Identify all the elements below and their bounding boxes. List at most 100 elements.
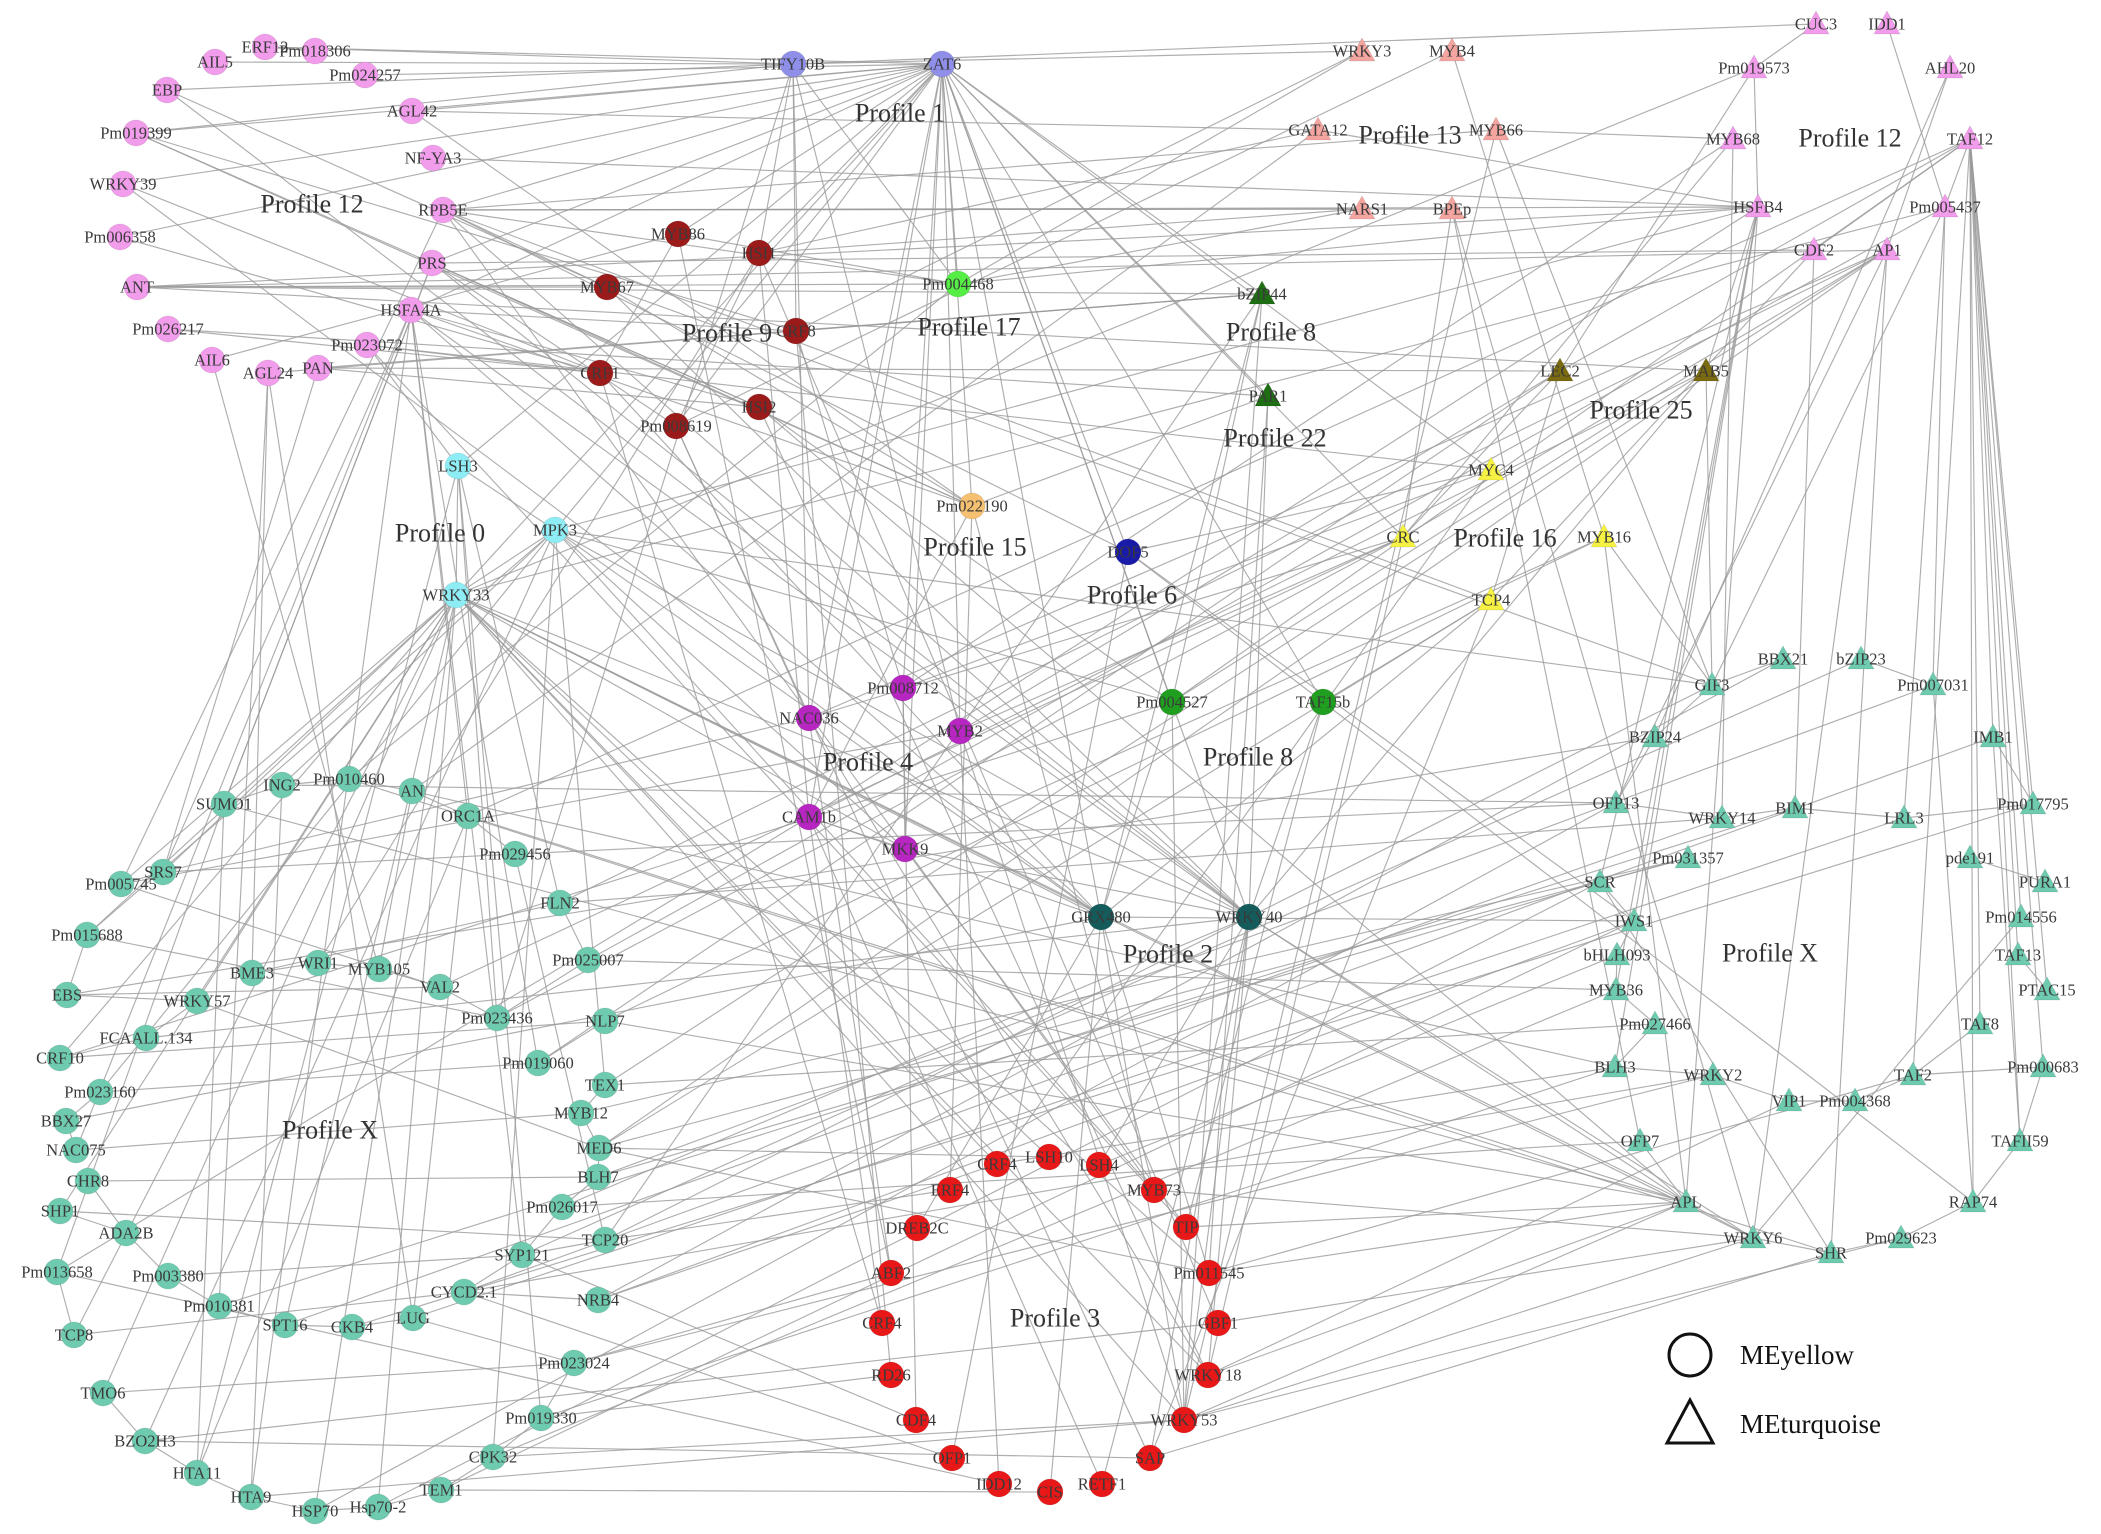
edge: [959, 730, 1000, 1485]
edge: [902, 687, 917, 1421]
edge: [1944, 138, 1971, 208]
network-node-lug: LUG: [396, 1304, 430, 1332]
edge: [135, 132, 797, 332]
profile-label: Profile 12: [260, 190, 363, 219]
edge: [1932, 684, 1974, 1203]
network-node-bim1: BIM1: [1775, 793, 1815, 819]
network-node-pm019573: Pm019573: [1718, 53, 1790, 79]
node-label: NAC036: [779, 709, 839, 728]
node-label: MYB67: [580, 278, 634, 297]
node-label: TAF13: [1995, 946, 2041, 965]
node-label: CIS: [1037, 1483, 1063, 1502]
edge: [971, 395, 1269, 507]
circle-node-shape: [664, 220, 692, 248]
node-label: Pm004368: [1819, 1092, 1891, 1111]
circle-node-shape: [251, 33, 279, 61]
network-node-fcaall-134: FCAALL.134: [99, 1024, 193, 1052]
edge: [559, 817, 1723, 904]
edge: [66, 986, 441, 996]
triangle-node-shape: [1672, 1187, 1700, 1213]
edge: [1208, 1201, 1687, 1274]
edge: [99, 529, 556, 1093]
circle-node-shape: [427, 1476, 455, 1504]
network-node-myb66: MYB66: [1469, 115, 1523, 141]
edge: [1100, 701, 1173, 918]
network-node-bbx21: BBX21: [1758, 644, 1808, 670]
profile-label: Profile 25: [1589, 396, 1692, 425]
circle-node-shape: [338, 1313, 366, 1341]
circle-node-shape: [1035, 1143, 1063, 1171]
node-label: Pm026017: [526, 1198, 598, 1217]
circle-node-shape: [123, 273, 151, 301]
edge: [1972, 1140, 2021, 1203]
network-node-tex1: TEX1: [585, 1071, 625, 1099]
network-node-pm017795: Pm017795: [1997, 789, 2069, 815]
edge: [136, 286, 1707, 372]
edge: [606, 286, 1250, 918]
edge: [554, 529, 1250, 918]
circle-node-shape: [1170, 1406, 1198, 1434]
circle-node-shape: [501, 840, 529, 868]
edge: [281, 529, 556, 786]
network-node-par1: PAR1: [1249, 381, 1287, 407]
triangle-node-shape: [1601, 1052, 1629, 1078]
edge: [120, 209, 444, 885]
network-node-hsp70: HSP70: [292, 1497, 338, 1525]
network-node-lrl3: LRL3: [1884, 803, 1924, 829]
node-label: BIM1: [1775, 799, 1814, 818]
circle-node-shape: [351, 61, 379, 89]
triangle-node-shape: [1744, 192, 1772, 218]
node-label: Pm019573: [1718, 59, 1790, 78]
edge: [1207, 1201, 1687, 1376]
edge: [410, 309, 539, 1064]
edge: [364, 63, 943, 76]
network-node-pm004527: Pm004527: [1136, 688, 1208, 716]
edge: [1752, 249, 1888, 1239]
circle-node-shape: [205, 1292, 233, 1320]
edge: [1860, 658, 1934, 686]
triangle-node-shape: [1708, 803, 1736, 829]
edge: [521, 658, 1862, 1256]
edge: [56, 816, 810, 1273]
edge: [808, 717, 1209, 1376]
circle-node-shape: [398, 777, 426, 805]
node-label: WRKY3: [1333, 42, 1392, 61]
edge: [442, 129, 1497, 211]
network-node-hta11: HTA11: [173, 1459, 221, 1487]
network-node-sumo1: SUMO1: [196, 790, 252, 818]
network-node-pan: PAN: [302, 354, 334, 382]
node-label: CAM1b: [782, 808, 836, 827]
circle-node-shape: [131, 1427, 159, 1455]
node-label: ANT: [120, 278, 154, 297]
edge: [941, 63, 1492, 471]
triangle-node-shape: [1956, 843, 1984, 869]
edge: [1207, 1100, 1790, 1376]
edge: [366, 344, 1492, 471]
circle-node-shape: [444, 452, 472, 480]
circle-node-shape: [201, 48, 229, 76]
edge: [431, 262, 973, 507]
node-label: MAB5: [1683, 362, 1729, 381]
network-node-bhlh093: bHLH093: [1584, 940, 1650, 966]
network-node-scr: SCR: [1584, 867, 1616, 893]
circle-node-shape: [304, 354, 332, 382]
triangle-node-shape: [1841, 1086, 1869, 1112]
triangle-node-shape: [1740, 53, 1768, 79]
network-node-shr: SHR: [1815, 1238, 1847, 1264]
edge: [604, 1023, 1656, 1086]
circle-node-shape: [154, 315, 182, 343]
node-label: NARS1: [1336, 200, 1388, 219]
network-node-pm008619: Pm008619: [640, 412, 712, 440]
network-node-retf1: RETF1: [1078, 1470, 1126, 1498]
circle-node-shape: [89, 1379, 117, 1407]
edge: [1248, 916, 1754, 1239]
network-node-ptac15: PTAC15: [2018, 975, 2076, 1001]
edge: [122, 183, 601, 374]
network-node-pm019060: Pm019060: [502, 1049, 574, 1077]
profile-label: Profile 22: [1223, 424, 1326, 453]
edge: [1317, 129, 1759, 208]
network-node-hsfa4a: HSFA4A: [380, 296, 442, 324]
circle-node-shape: [889, 674, 917, 702]
